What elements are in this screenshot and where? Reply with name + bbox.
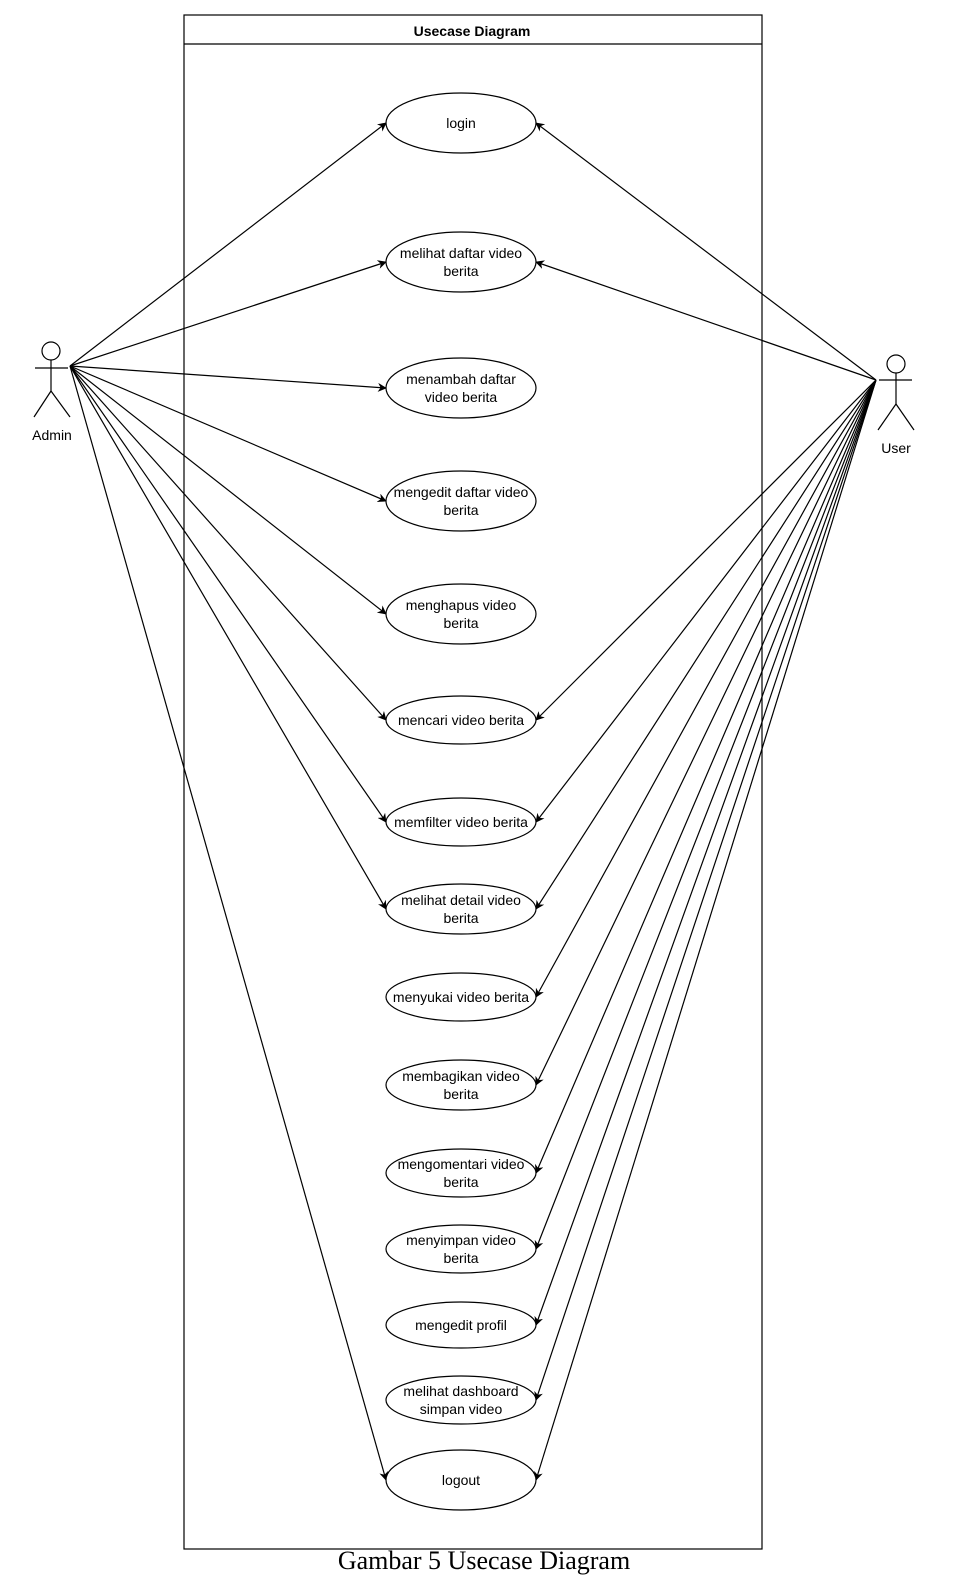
association-admin-login [69, 122, 387, 367]
use-case-ellipse [385, 883, 537, 935]
use-case-label: menghapus video [406, 597, 517, 613]
association-admin-logout [69, 365, 389, 1481]
association-user-logout [534, 379, 877, 1481]
actor-user [877, 354, 915, 431]
use-case-logout: logout [385, 1449, 537, 1511]
use-case-login: login [385, 92, 537, 154]
association-user-mengomentari [535, 379, 877, 1174]
use-case-ellipse [385, 583, 537, 645]
use-case-memfilter: memfilter video berita [385, 797, 537, 847]
use-case-mengedit-daftar: mengedit daftar video berita [385, 470, 537, 532]
association-admin-mengedit-daftar [69, 365, 387, 502]
use-case-ellipse [385, 1301, 537, 1349]
association-user-mengedit-profil [534, 379, 877, 1326]
association-user-melihat-detail [535, 379, 877, 910]
use-case-menghapus: menghapus video berita [385, 583, 537, 645]
use-case-label: menambah daftar [406, 371, 516, 387]
use-case-mengedit-profil: mengedit profil [385, 1301, 537, 1349]
association-user-membagikan [535, 379, 877, 1086]
use-case-label: simpan video [420, 1401, 503, 1417]
association-admin-memfilter [69, 365, 387, 823]
use-case-melihat-daftar: melihat daftar video berita [385, 231, 537, 293]
use-case-mengomentari: mengomentari video berita [385, 1148, 537, 1198]
use-case-menyukai: menyukai video berita [385, 972, 537, 1022]
use-case-ellipse [385, 470, 537, 532]
use-case-ellipse [385, 695, 537, 745]
use-case-label: berita [443, 1086, 478, 1102]
use-case-label: melihat daftar video [400, 245, 522, 261]
use-case-melihat-detail: melihat detail video berita [385, 883, 537, 935]
association-admin-mencari [69, 365, 387, 721]
use-case-label: login [446, 115, 476, 131]
association-user-memfilter [535, 379, 877, 823]
use-case-label: berita [443, 263, 478, 279]
use-case-label: berita [443, 615, 478, 631]
use-case-ellipse [385, 1375, 537, 1425]
use-case-label: menyimpan video [406, 1232, 516, 1248]
use-case-label: melihat detail video [401, 892, 521, 908]
association-lines [69, 122, 877, 1481]
use-case-ellipse [385, 357, 537, 419]
association-admin-menambah-daftar [69, 365, 387, 392]
association-admin-melihat-daftar [69, 260, 387, 367]
association-user-mencari [535, 379, 877, 721]
use-case-label: mengomentari video [398, 1156, 525, 1172]
use-case-ellipse [385, 1148, 537, 1198]
use-case-label: memfilter video berita [394, 814, 528, 830]
use-case-label: logout [442, 1472, 480, 1488]
use-case-ellipse [385, 1059, 537, 1111]
use-case-label: mengedit daftar video [394, 484, 529, 500]
use-case-label: membagikan video [402, 1068, 520, 1084]
use-case-label: berita [443, 1250, 478, 1266]
association-user-menyukai [535, 379, 877, 998]
association-user-dashboard-simpan [534, 379, 877, 1401]
use-cases: login melihat daftar video berita menambah … [385, 92, 537, 1511]
system-boundary: Usecase Diagram [183, 14, 763, 1550]
use-case-menambah-daftar: menambah daftar video berita [385, 357, 537, 419]
use-case-ellipse [385, 972, 537, 1022]
use-case-membagikan: membagikan video berita [385, 1059, 537, 1111]
use-case-label: melihat dashboard [403, 1383, 518, 1399]
figure-caption: Gambar 5 Usecase Diagram [337, 1546, 631, 1575]
actor-admin [33, 341, 71, 418]
association-admin-menghapus [69, 365, 387, 615]
use-case-dashboard-simpan: melihat dashboard simpan video [385, 1375, 537, 1425]
use-case-mencari: mencari video berita [385, 695, 537, 745]
association-user-login [535, 122, 877, 381]
use-case-ellipse [385, 231, 537, 293]
use-case-ellipse [385, 1449, 537, 1511]
use-case-label: berita [443, 910, 478, 926]
use-case-label: mengedit profil [415, 1317, 507, 1333]
use-case-label: menyukai video berita [393, 989, 529, 1005]
association-user-menyimpan [534, 379, 877, 1250]
diagram-title: Usecase Diagram [414, 23, 531, 39]
association-user-melihat-daftar [535, 260, 877, 381]
use-case-menyimpan: menyimpan video berita [385, 1224, 537, 1274]
use-case-label: video berita [425, 389, 498, 405]
use-case-ellipse [385, 92, 537, 154]
actor-label-user: User [881, 440, 911, 456]
use-case-label: berita [443, 502, 478, 518]
use-case-ellipse [385, 797, 537, 847]
use-case-label: berita [443, 1174, 478, 1190]
association-admin-melihat-detail [69, 365, 387, 910]
actor-label-admin: Admin [32, 427, 72, 443]
use-case-label: mencari video berita [398, 712, 524, 728]
use-case-ellipse [385, 1224, 537, 1274]
